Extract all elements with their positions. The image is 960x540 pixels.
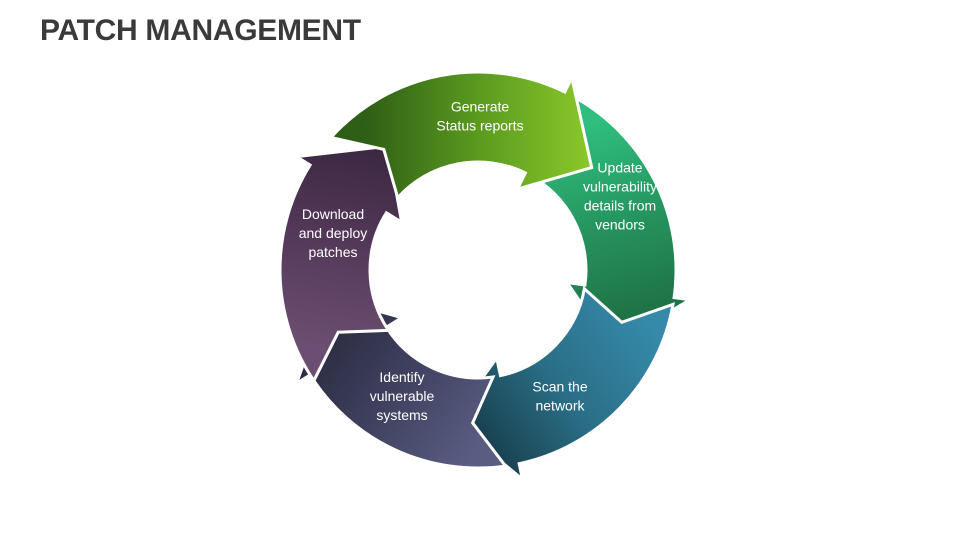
cycle-label-line: and deploy xyxy=(299,225,368,241)
cycle-label-line: Download xyxy=(302,206,364,222)
cycle-arrow-identify xyxy=(293,294,509,470)
cycle-label-line: network xyxy=(535,398,585,414)
cycle-label-line: vulnerability xyxy=(583,179,657,195)
cycle-arrow-download xyxy=(278,144,404,384)
cycle-label-line: Status reports xyxy=(436,118,523,134)
cycle-arrow-generate xyxy=(328,70,594,201)
cycle-label-line: vulnerable xyxy=(370,388,435,404)
page-title: PATCH MANAGEMENT xyxy=(40,14,361,47)
cycle-label-identify: Identify vulnerable systems xyxy=(370,369,435,423)
cycle-arrow-scan xyxy=(449,285,675,484)
cycle-label-download: Download and deploy patches xyxy=(299,206,368,260)
cycle-label-line: Generate xyxy=(451,99,510,115)
cycle-label-update: Update vulnerability details from vendors xyxy=(583,160,657,233)
cycle-label-line: Update xyxy=(597,160,642,176)
cycle-label-scan: Scan the network xyxy=(532,379,587,414)
cycle-label-line: systems xyxy=(376,407,427,423)
cycle-label-line: Scan the xyxy=(532,379,587,395)
cycle-label-line: Identify xyxy=(379,369,424,385)
cycle-label-line: patches xyxy=(308,244,357,260)
cycle-label-line: vendors xyxy=(595,217,645,233)
cycle-label-line: details from xyxy=(584,198,656,214)
cycle-segments xyxy=(278,70,695,484)
